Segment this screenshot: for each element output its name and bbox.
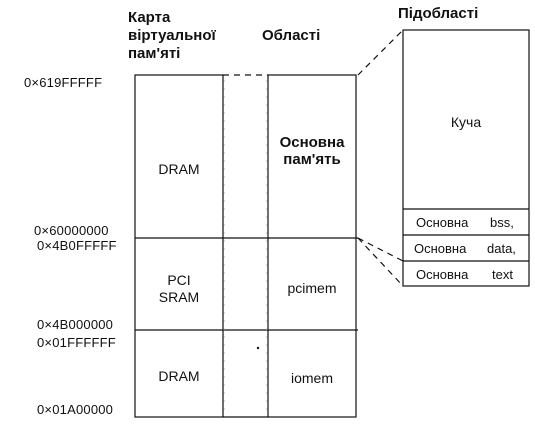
subregion-text-left: Основна xyxy=(416,267,469,282)
subregions-heading: Підобласті xyxy=(398,5,479,22)
region-cell-iomem: iomem xyxy=(290,370,333,386)
regions-heading: Області xyxy=(262,27,321,44)
region-cell-main-memory: Основна пам'ять xyxy=(279,134,345,168)
leader-mid xyxy=(357,237,404,262)
subregion-data-right: data, xyxy=(487,241,516,256)
subregion-heap: Куча xyxy=(450,114,482,130)
address-label: 0×4B000000 xyxy=(37,317,114,332)
map-cell-pci-sram: PCI SRAM xyxy=(158,272,200,305)
address-label: 0×4B0FFFFF xyxy=(37,238,117,253)
address-label: 0×01FFFFFF xyxy=(37,335,116,350)
regions-column xyxy=(267,74,357,418)
subregion-text-right: text xyxy=(492,267,513,282)
address-label: 0×60000000 xyxy=(34,223,109,238)
subregion-data-left: Основна xyxy=(414,241,467,256)
virtual-map-column xyxy=(134,74,224,418)
virtual-map-heading: Карта віртуальної пам'яті xyxy=(128,9,216,62)
leader-bottom xyxy=(357,237,404,287)
address-label: 0×619FFFFF xyxy=(24,75,103,90)
subregions-column xyxy=(402,29,530,287)
stray-dot xyxy=(256,346,260,350)
region-cell-pcimem: pcimem xyxy=(287,280,337,296)
address-label: 0×01A00000 xyxy=(37,402,114,417)
leader-top xyxy=(357,29,404,76)
subregion-bss-left: Основна xyxy=(416,215,469,230)
map-cell-dram-bottom: DRAM xyxy=(158,368,200,384)
map-cell-dram-top: DRAM xyxy=(158,161,200,177)
subregion-bss-right: bss, xyxy=(490,215,514,230)
